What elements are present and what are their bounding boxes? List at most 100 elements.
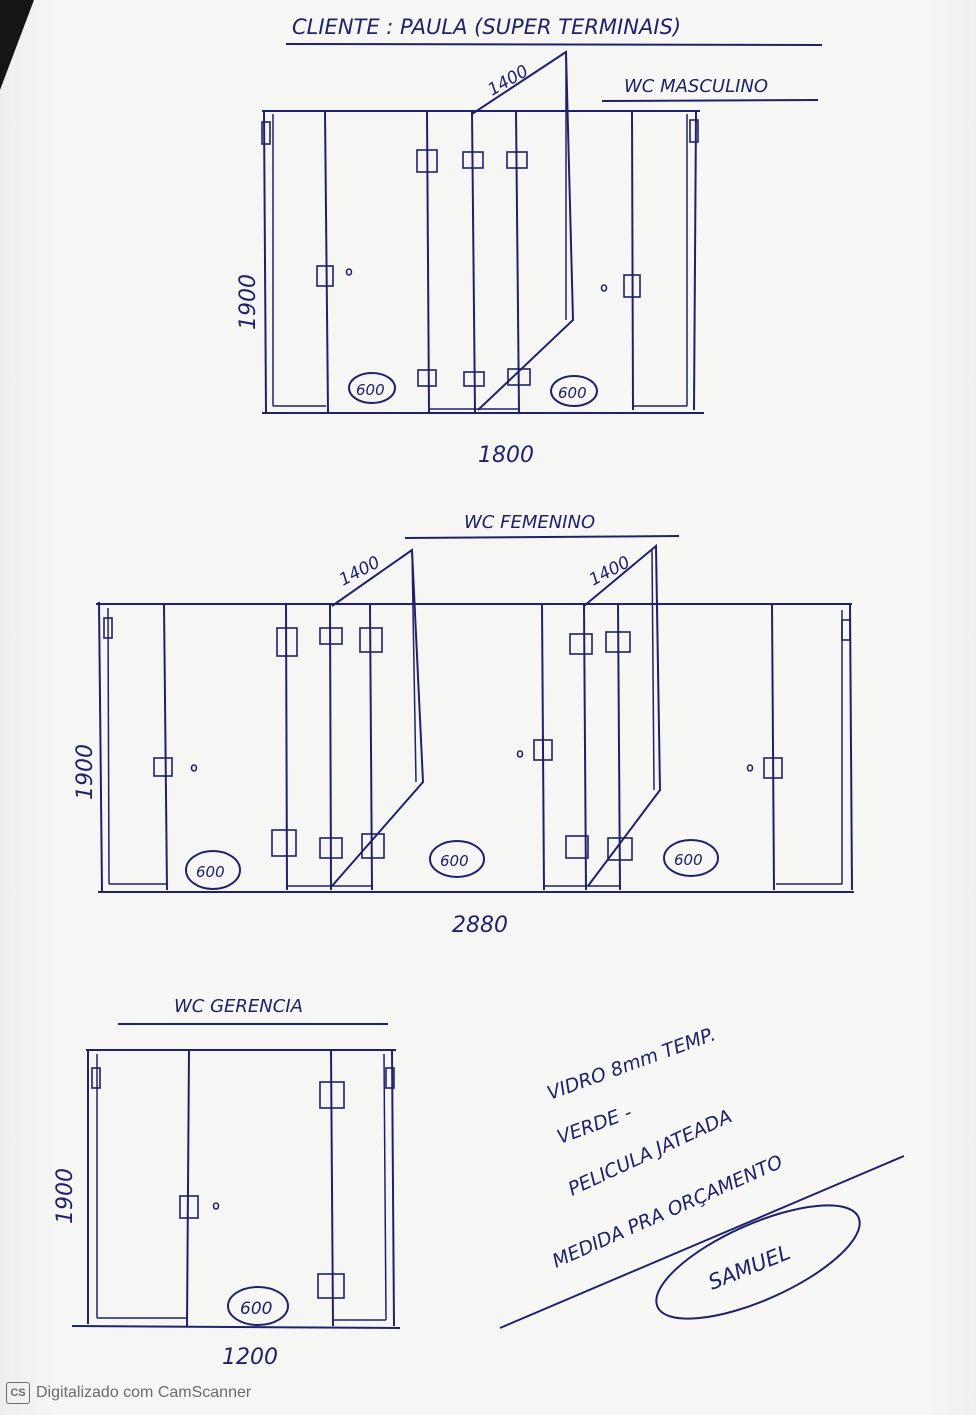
wc-gerencia-door-width: 600 [240,1299,272,1319]
wc-feminino-hinge [565,835,589,859]
wc-gerencia-height: 1900 [53,1168,78,1224]
wc-feminino-door-width: 600 [440,852,469,870]
wc-gerencia-hinge [317,1273,345,1299]
wc-feminino-knob [516,750,524,758]
wc-feminino-partition-back-edge-2 [651,549,655,791]
wc-feminino-partition-perspective-2 [583,543,662,887]
wc-gerencia-right-panel [383,1053,387,1321]
camscanner-watermark: CS Digitalizado com CamScanner [6,1381,251,1405]
wc-feminino-divider [369,603,373,891]
wc-masculino-divider-right [515,110,520,413]
wc-masculino-partition-perspective [471,50,575,411]
wc-masculino-knob [600,284,608,292]
wc-masculino-underline [601,99,819,102]
wc-masculino-width: 1800 [478,443,534,468]
wc-masculino-hinge [463,371,485,387]
wc-feminino-door-label: 1400 [336,552,384,590]
wc-feminino-partition-perspective-1 [331,548,425,887]
wc-feminino-hinge [607,837,633,861]
wc-feminino-divider [285,603,288,891]
wc-feminino-partition-back-edge-1 [411,551,417,783]
wc-feminino-hinge [569,633,593,655]
wc-feminino-hinge [361,833,385,859]
scan-corner-shadow [0,0,34,90]
signature-oval [655,1204,861,1320]
wc-masculino-title: WC MASCULINO [624,76,768,97]
wc-masculino-hinge [416,149,438,173]
wc-feminino-hinge [605,631,631,653]
wc-feminino-drawing: WC FEMENINO 1400 1400 [73,512,854,938]
wc-feminino-door-width: 600 [674,851,703,869]
wc-feminino-height: 1900 [73,744,98,800]
wc-masculino-left-wall [263,111,267,413]
wc-feminino-door-width-circle [663,839,719,877]
wc-feminino-divider [541,603,545,891]
wc-feminino-divider [583,603,587,891]
wc-feminino-width: 2880 [452,913,508,938]
watermark-text: Digitalizado com CamScanner [36,1384,252,1401]
wc-feminino-hinge [319,627,343,645]
wc-gerencia-fixed-panel-edge [330,1049,334,1327]
wc-gerencia-door-edge [186,1049,190,1327]
wc-feminino-door-edge [771,603,775,891]
wc-masculino-hinge [507,368,531,386]
wc-masculino-wall-bracket-right [689,119,699,143]
wc-gerencia-width: 1200 [222,1345,278,1370]
wc-masculino-hinge [417,369,437,387]
wc-gerencia-wall-bracket-right [385,1067,395,1089]
wc-feminino-lock [763,757,783,779]
wc-feminino-door-width-circle [429,840,485,878]
wc-feminino-underline [404,535,680,539]
wc-feminino-knob [746,764,754,772]
wc-feminino-wall-bracket-left [103,617,113,639]
wc-masculino-hinge [462,151,484,169]
wc-masculino-door-right-edge [631,110,634,411]
wc-masculino-divider-left [426,110,430,413]
signature: SAMUEL [705,1240,794,1295]
wc-masculino-door-width-circle [348,372,396,404]
note-color: VERDE - [554,1101,635,1148]
notes-block: VIDRO 8mm TEMP. VERDE - PELICULA JATEADA… [499,1023,905,1329]
wc-feminino-title: WC FEMENINO [464,512,595,533]
wc-feminino-hinge [319,837,343,859]
wc-feminino-hinge [271,829,297,857]
notes-underline [499,1155,905,1329]
wc-masculino-divider-mid [471,110,476,413]
wc-feminino-left-wall [98,601,103,893]
client-title: CLIENTE : PAULA (SUPER TERMINAIS) [292,15,681,39]
wc-feminino-wall-bracket-right [841,619,851,641]
wc-gerencia-door-width-circle [227,1286,289,1326]
note-glass-spec: VIDRO 8mm TEMP. [544,1023,718,1104]
wc-masculino-wall-bracket-left [261,121,271,145]
wc-masculino-door-width-circle [550,375,598,407]
wc-feminino-hinge [359,627,383,653]
wc-masculino-door-width: 600 [558,384,587,402]
wc-gerencia-knob [212,1202,220,1210]
wc-masculino-height: 1900 [236,274,261,330]
wc-feminino-door-width: 600 [196,863,225,881]
wc-masculino-door-label: 1400 [485,61,532,100]
wc-feminino-door-edge [163,603,168,891]
camscanner-logo-icon: CS [6,1382,30,1404]
wc-feminino-divider [329,603,332,891]
wc-feminino-lock [533,739,553,761]
wc-masculino-hinge [506,151,528,169]
wc-masculino-door-width: 600 [356,381,385,399]
wc-masculino-right-wall [693,111,697,411]
wc-masculino-door-left-edge [324,110,329,413]
wc-feminino-door-width-circle [185,850,241,890]
wc-masculino-lock [316,265,334,287]
client-title-underline [285,43,823,46]
wc-gerencia-right-wall [391,1049,395,1327]
wc-gerencia-hinge [319,1081,345,1109]
wc-gerencia-floor-line [71,1325,401,1329]
wc-gerencia-title: WC GERENCIA [174,996,303,1017]
wc-feminino-lock [153,757,173,777]
wc-gerencia-drawing: WC GERENCIA 600 1900 1200 [53,996,401,1370]
wc-feminino-left-panel [107,607,110,885]
wc-feminino-knob [190,764,198,772]
wc-feminino-hinge [276,627,298,657]
wc-gerencia-wall-bracket-left [91,1067,101,1089]
